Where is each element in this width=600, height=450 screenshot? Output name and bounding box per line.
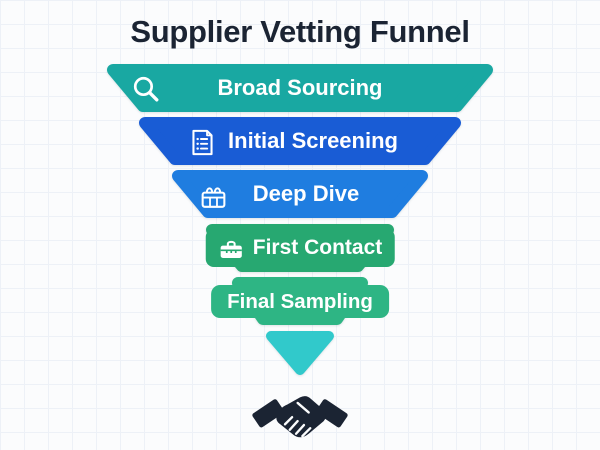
magnifier-icon bbox=[133, 76, 159, 102]
stage-initial-screening-shape bbox=[139, 117, 461, 165]
page-title: Supplier Vetting Funnel bbox=[130, 14, 470, 49]
stage-label-initial-screening: Initial Screening bbox=[228, 128, 398, 153]
stage-label-broad-sourcing: Broad Sourcing bbox=[217, 75, 383, 100]
checklist-document-icon bbox=[192, 129, 213, 156]
stage-label-first-contact: First Contact bbox=[252, 236, 383, 259]
toolbox-icon bbox=[220, 240, 242, 258]
stage-deep-dive-shape bbox=[172, 170, 428, 218]
stage-label-final-sampling: Final Sampling bbox=[227, 289, 373, 313]
handshake-icon bbox=[252, 396, 348, 438]
basket-icon bbox=[201, 187, 226, 208]
funnel-tip-shape bbox=[266, 331, 334, 375]
stage-chip-first-contact: First Contact bbox=[205, 229, 395, 267]
stage-broad-sourcing-shape bbox=[107, 64, 493, 112]
stage-label-deep-dive: Deep Dive bbox=[252, 181, 360, 206]
stage-chip-final-sampling: Final Sampling bbox=[211, 285, 389, 318]
